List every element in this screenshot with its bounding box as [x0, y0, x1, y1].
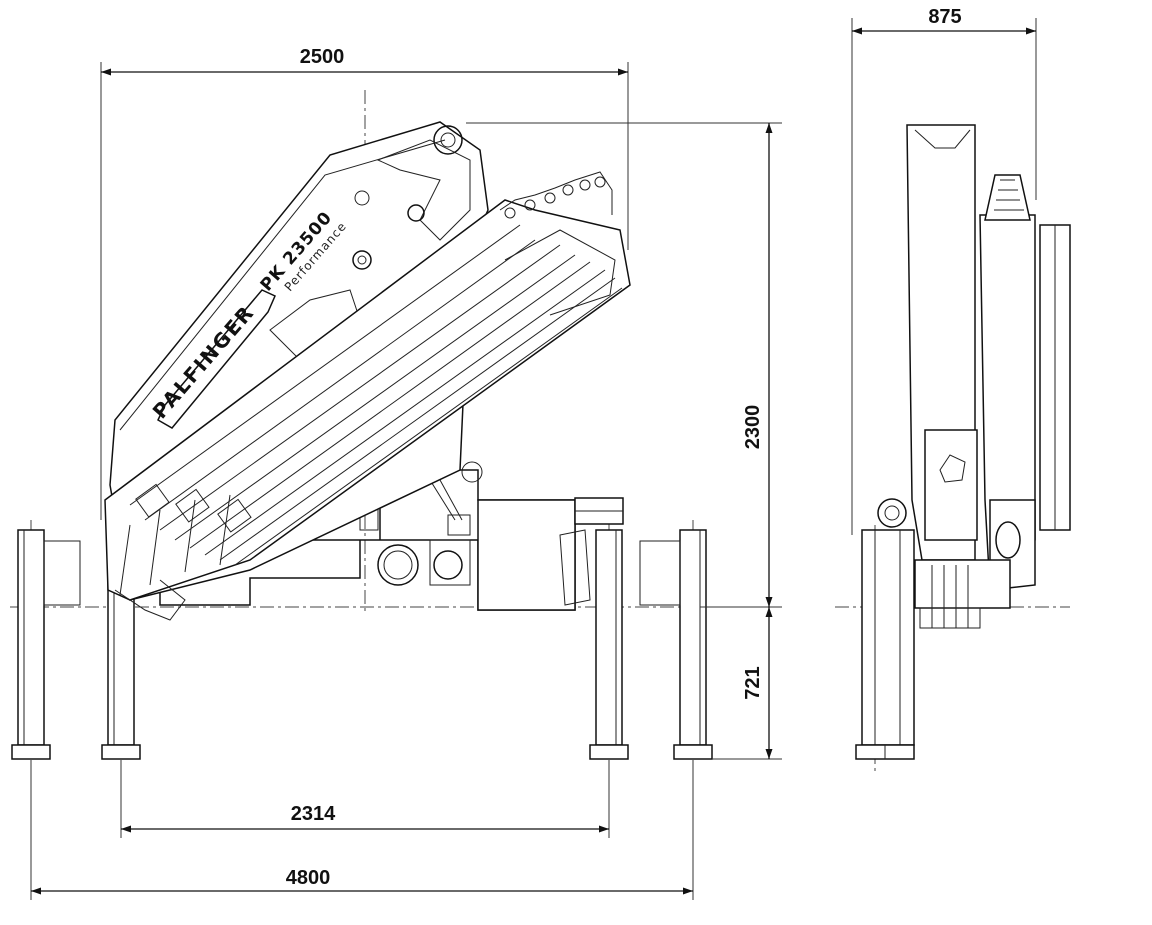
dim-label-side-width: 875: [928, 6, 961, 28]
dimension-height-below-base: 721: [742, 607, 773, 759]
telescopic-boom: [104, 171, 631, 621]
crane-front-view: PALFINGER PK 23500 Performance: [11, 121, 713, 760]
dimension-height-above-base: 2300: [742, 123, 773, 607]
dimension-outer-outrigger-span: 4800: [31, 867, 693, 895]
crane-side-view: [855, 124, 1071, 760]
dim-label-inner-outrigger-span: 2314: [291, 803, 336, 825]
outrigger-leg-inner-right: [589, 529, 629, 760]
dim-label-outer-outrigger-span: 4800: [286, 867, 331, 889]
dimension-inner-outrigger-span: 2314: [121, 803, 609, 833]
dim-label-overall-width: 2500: [300, 46, 345, 68]
outrigger-leg-outer-left: [11, 529, 81, 760]
extension-lines: [30, 18, 1037, 900]
dimension-overall-width: 2500: [101, 46, 628, 76]
dim-label-height-below-base: 721: [742, 666, 764, 699]
outrigger-leg-outer-right: [639, 529, 713, 760]
dim-label-height-above-base: 2300: [742, 405, 764, 450]
dimension-side-width: 875: [852, 6, 1036, 35]
